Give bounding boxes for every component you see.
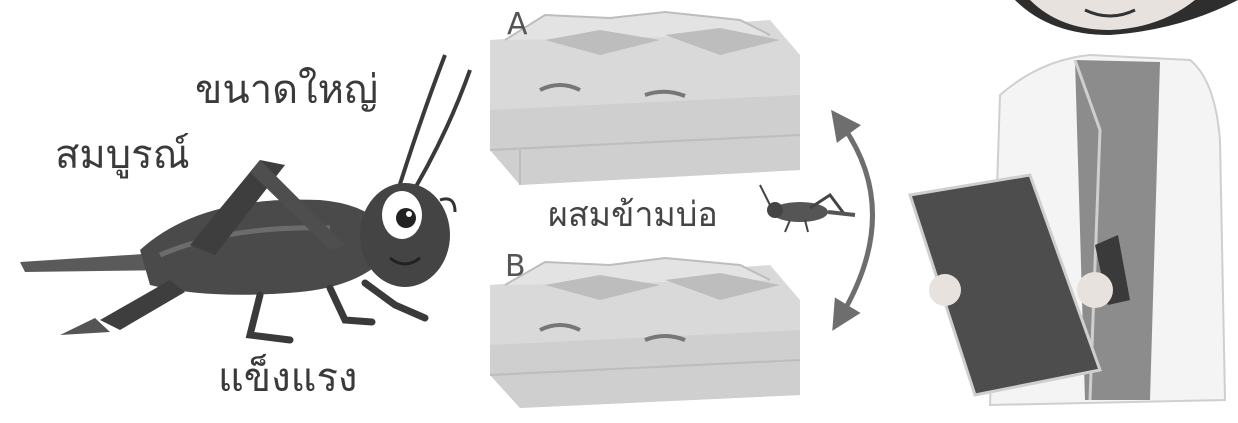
label-crossbreed: ผสมข้ามบ่อ	[548, 198, 718, 232]
scientist-with-clipboard	[910, 0, 1238, 405]
pond-label-b: B	[505, 252, 526, 282]
label-large-size: ขนาดใหญ่	[195, 70, 378, 110]
label-complete: สมบูรณ์	[55, 135, 190, 175]
double-arrow-icon	[840, 122, 873, 318]
small-cricket-icon	[760, 185, 855, 232]
egg-tray-stack-a	[490, 12, 800, 185]
pond-label-a: A	[507, 10, 528, 40]
label-strong: แข็งแรง	[218, 358, 357, 398]
egg-tray-stack-b	[490, 258, 800, 408]
